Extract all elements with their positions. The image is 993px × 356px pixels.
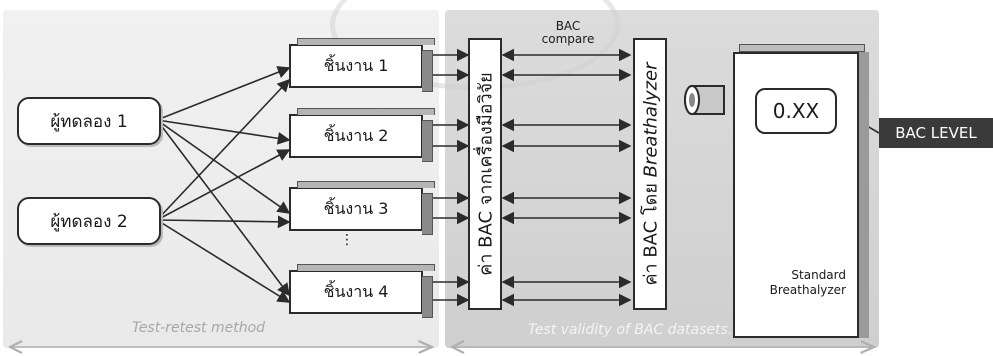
breathalyzer-bac-label: ค่า BAC โดย Breathalyzer (636, 62, 665, 285)
sample-4-box: ชิ้นงาน 4 (289, 270, 423, 314)
bac-compare-line-2: compare (533, 33, 603, 46)
arrow-subject1-sample1 (157, 68, 289, 120)
research-tool-bac-label: ค่า BAC จากเครื่องมือวิจัย (471, 72, 500, 275)
breathalyzer-bac-bar: ค่า BAC โดย Breathalyzer (633, 38, 667, 310)
arrow-subject2-sample4 (157, 220, 289, 302)
arrow-subject1-sample4 (157, 120, 289, 295)
device-label-line-2: Breathalyzer (740, 283, 846, 298)
sample-1-box: ชิ้นงาน 1 (289, 44, 423, 88)
research-tool-bac-bar: ค่า BAC จากเครื่องมือวิจัย (468, 38, 502, 310)
standard-breathalyzer-label: Standard Breathalyzer (740, 268, 846, 298)
breathalyzer-device-top (739, 44, 865, 52)
arrow-subject1-sample2 (157, 120, 289, 140)
device-label-line-1: Standard (740, 268, 846, 283)
arrow-subject2-sample3 (157, 220, 289, 222)
bac-level-callout: BAC LEVEL (879, 118, 993, 148)
sample-1-label: ชิ้นงาน 1 (324, 54, 389, 79)
bac-display: 0.XX (755, 88, 837, 134)
subject-1-label: ผู้ทดลอง 1 (50, 108, 127, 135)
arrow-subject2-sample2 (157, 150, 289, 220)
test-validity-label: Test validity of BAC datasets. (528, 322, 732, 338)
sample-3-box: ชิ้นงาน 3 (289, 187, 423, 231)
breathalyzer-bac-label-emph: Breathalyzer (641, 62, 662, 177)
subject-1-box: ผู้ทดลอง 1 (17, 97, 161, 145)
sample-2-box: ชิ้นงาน 2 (289, 114, 423, 158)
more-samples-ellipsis: ⋮ (340, 232, 354, 248)
subject-2-label: ผู้ทดลอง 2 (50, 208, 127, 235)
bac-compare-label: BAC compare (533, 20, 603, 46)
test-retest-method-label: Test-retest method (132, 320, 265, 336)
subject-2-box: ผู้ทดลอง 2 (17, 197, 161, 245)
sample-4-label: ชิ้นงาน 4 (324, 280, 389, 305)
mouthpiece-tube-icon (684, 84, 728, 116)
breathalyzer-bac-label-prefix: ค่า BAC โดย (641, 177, 662, 285)
sample-2-label: ชิ้นงาน 2 (324, 124, 389, 149)
sample-3-label: ชิ้นงาน 3 (324, 197, 389, 222)
